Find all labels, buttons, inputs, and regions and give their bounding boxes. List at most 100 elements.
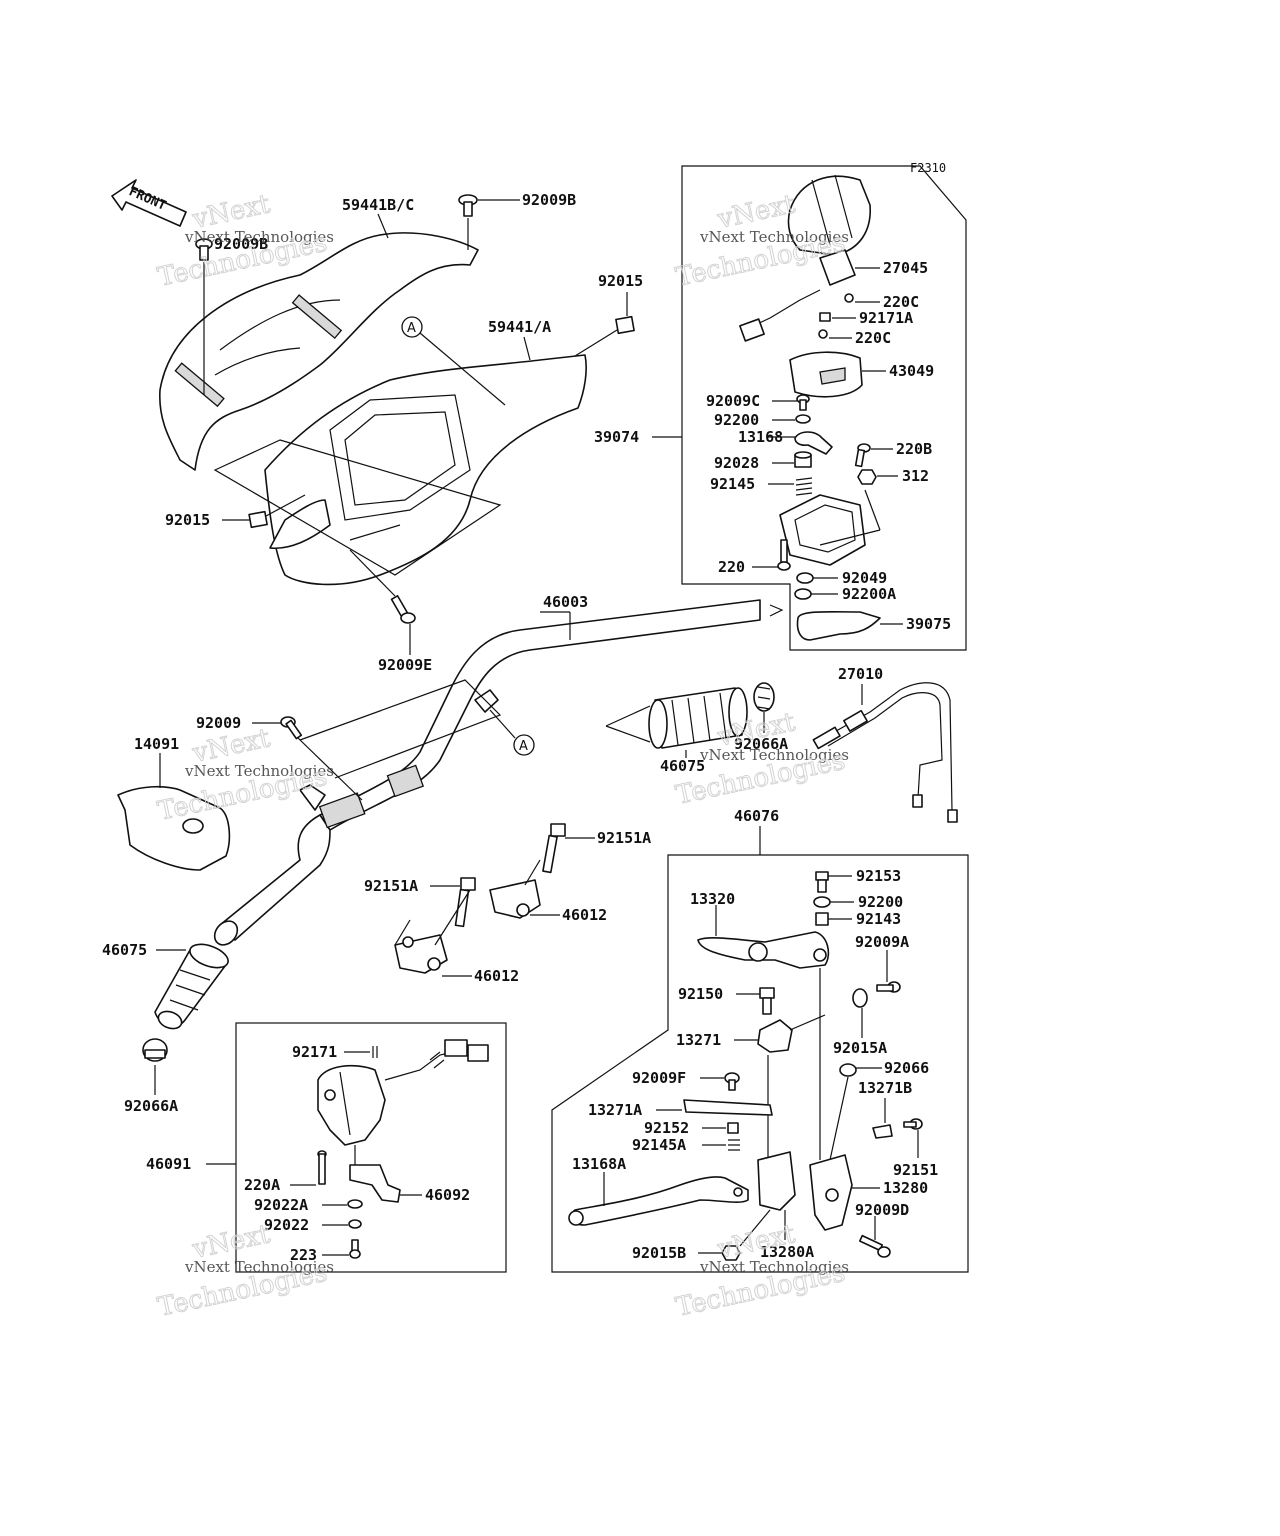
label-92066a-left: 92066A	[124, 1097, 178, 1115]
label-92009e: 92009E	[378, 656, 432, 674]
label-92143: 92143	[856, 910, 901, 928]
screw-92009a-icon	[876, 981, 901, 993]
screw-92009e-icon	[390, 595, 416, 624]
label-39075: 39075	[906, 615, 951, 633]
label-46075-left: 46075	[102, 941, 147, 959]
label-13271b: 13271B	[858, 1079, 912, 1097]
label-220c-1: 220C	[883, 293, 919, 311]
label-43049: 43049	[889, 362, 934, 380]
screw-220-icon	[777, 539, 791, 571]
label-92150: 92150	[678, 985, 723, 1003]
label-220a: 220A	[244, 1176, 280, 1194]
handlebar-cover-assembly	[159, 232, 587, 586]
bracket-13271-icon	[757, 1019, 793, 1053]
label-92151: 92151	[893, 1161, 938, 1179]
label-92171a: 92171A	[859, 309, 913, 327]
label-92066a-grip: 92066A	[734, 735, 788, 753]
bracket-13271b-icon	[872, 1124, 893, 1139]
grip-end-cap-92066a-right-icon	[753, 682, 775, 712]
washer-92049-icon	[796, 572, 814, 584]
label-92151a-top: 92151A	[597, 829, 651, 847]
lever-13320-icon	[697, 931, 830, 969]
screw-92009-icon	[280, 716, 303, 740]
clamp-13280-icon	[809, 1154, 853, 1231]
screw-92009b-icon	[458, 194, 478, 217]
left-grip-46075-icon	[154, 943, 229, 1030]
svg-text:vNext Technologies: vNext Technologies	[184, 1258, 334, 1276]
bolt-92150-icon	[759, 987, 775, 1015]
ref-marker-a-bottom: A	[489, 709, 535, 756]
label-13271: 13271	[676, 1031, 721, 1049]
label-220c-2: 220C	[855, 329, 891, 347]
label-92009d: 92009D	[855, 1201, 909, 1219]
svg-text:vNext Technologies: vNext Technologies	[699, 746, 849, 764]
screw-220b-icon	[854, 443, 871, 468]
screw-92009b-left-icon	[195, 238, 213, 261]
washer-92200a-icon	[794, 588, 812, 600]
label-92151a-left: 92151A	[364, 877, 418, 895]
svg-text:vNext Technologies: vNext Technologies	[699, 228, 849, 246]
label-46076: 46076	[734, 807, 779, 825]
bolt-92153-icon	[815, 871, 829, 893]
label-39074: 39074	[594, 428, 639, 446]
label-92153: 92153	[856, 867, 901, 885]
box-46091	[235, 1022, 507, 1273]
screw-92009d-icon	[858, 1234, 891, 1258]
label-46012-right: 46012	[562, 906, 607, 924]
screw-220c-2-icon	[818, 329, 828, 339]
screw-220c-1-icon	[844, 293, 854, 303]
switch-27045-icon	[739, 249, 856, 342]
front-arrow-icon: FRONT	[111, 179, 187, 227]
label-92145a: 92145A	[632, 1136, 686, 1154]
label-92009: 92009	[196, 714, 241, 732]
label-92200-right: 92200	[858, 893, 903, 911]
plate-13271a-icon	[683, 1099, 773, 1116]
label-92009b: 92009B	[522, 191, 576, 209]
label-92066: 92066	[884, 1059, 929, 1077]
label-46091: 46091	[146, 1155, 191, 1173]
label-13280: 13280	[883, 1179, 928, 1197]
label-92028: 92028	[714, 454, 759, 472]
screw-92009c-icon	[796, 394, 810, 411]
plate-92171a-icon	[819, 312, 831, 322]
screw-92151-icon	[903, 1118, 923, 1130]
label-59441bc: 59441B/C	[342, 196, 414, 214]
label-14091: 14091	[134, 735, 179, 753]
label-92009f: 92009F	[632, 1069, 686, 1087]
collar-92152-icon	[727, 1122, 739, 1134]
label-13168a: 13168A	[572, 1155, 626, 1173]
svg-text:vNext Technologies: vNext Technologies	[184, 228, 334, 246]
box-46076	[551, 854, 969, 1273]
bolt-92151a-left-icon	[454, 877, 476, 928]
label-92015a: 92015A	[833, 1039, 887, 1057]
holder-46012-right-icon	[489, 879, 541, 919]
label-92022: 92022	[264, 1216, 309, 1234]
figure-code: F2310	[910, 161, 946, 175]
label-13168: 13168	[738, 428, 783, 446]
label-46012-lower: 46012	[474, 967, 519, 985]
clip-92015-top-icon	[615, 315, 635, 335]
label-27010: 27010	[838, 665, 883, 683]
washer-92022a-icon	[347, 1199, 363, 1209]
ref-marker-a-top: A	[401, 316, 506, 406]
label-13320: 13320	[690, 890, 735, 908]
label-92152: 92152	[644, 1119, 689, 1137]
collar-92028-icon	[794, 451, 812, 468]
label-92015-left: 92015	[165, 511, 210, 529]
throttle-case-icon	[779, 489, 881, 566]
grip-end-cap-92066a-left-icon	[142, 1038, 168, 1062]
label-46003: 46003	[543, 593, 588, 611]
cap-92066-icon	[839, 1063, 857, 1077]
handlebar-46003	[213, 599, 784, 946]
lever-13168-icon	[794, 431, 833, 455]
label-92145: 92145	[710, 475, 755, 493]
label-27045: 27045	[883, 259, 928, 277]
svg-text:vNext Technologies: vNext Technologies	[184, 762, 334, 780]
label-92009c: 92009C	[706, 392, 760, 410]
label-312: 312	[902, 467, 929, 485]
clutch-lever-13168a-icon	[568, 1176, 749, 1226]
collar-92143-icon	[815, 912, 829, 926]
screw-220a-icon	[317, 1150, 327, 1185]
handlebar-cover-14091-icon	[117, 785, 231, 871]
